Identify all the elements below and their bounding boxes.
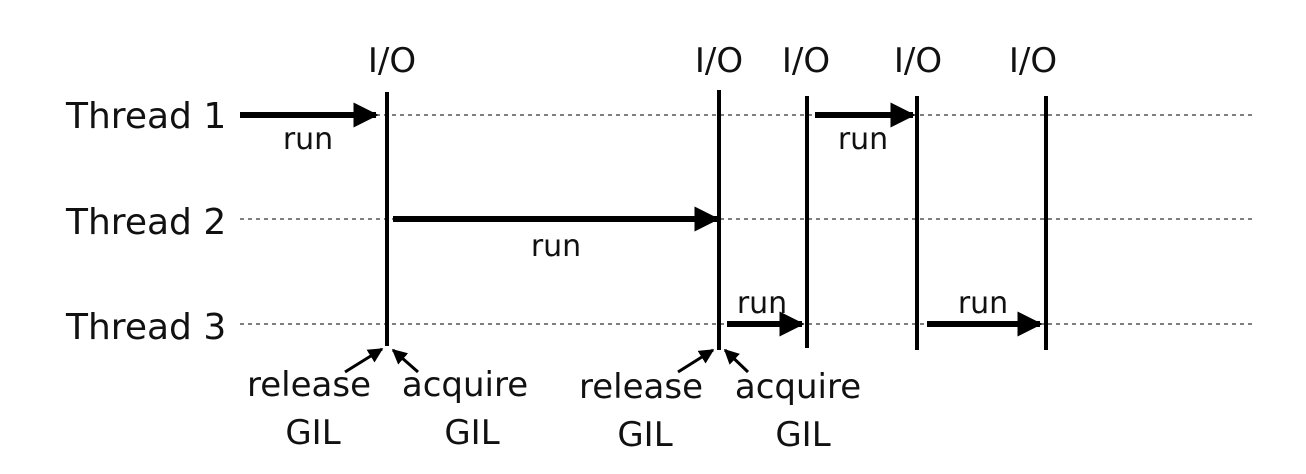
run-label-thread-1a: run (283, 122, 333, 157)
io-label-5: I/O (1009, 41, 1057, 81)
run-label-thread-2: run (531, 229, 581, 264)
acquire-gil-annotation-1: acquire GIL (402, 365, 528, 453)
thread-1-label: Thread 1 (65, 96, 226, 137)
release-gil-arrow-2 (677, 348, 715, 374)
acquire-gil-object-1: GIL (444, 413, 499, 453)
run-label-thread-1b: run (838, 122, 888, 157)
io-label-4: I/O (894, 41, 942, 81)
release-gil-action-2: release (579, 367, 703, 407)
thread-2-label: Thread 2 (65, 202, 226, 243)
release-gil-annotation-1: release GIL (247, 365, 371, 453)
io-label-1: I/O (368, 41, 416, 81)
acquire-gil-action-2: acquire (735, 367, 861, 407)
run-label-thread-3b: run (958, 286, 1008, 321)
acquire-gil-arrow-1 (391, 348, 419, 374)
run-label-thread-3a: run (737, 286, 787, 321)
release-gil-action-1: release (247, 365, 371, 405)
release-gil-arrow-1 (344, 347, 384, 374)
release-gil-object-2: GIL (617, 415, 672, 455)
acquire-gil-object-2: GIL (775, 415, 830, 455)
release-gil-annotation-2: release GIL (579, 367, 703, 455)
acquire-gil-annotation-2: acquire GIL (735, 367, 861, 455)
release-gil-object-1: GIL (285, 413, 340, 453)
io-label-3: I/O (782, 41, 830, 81)
acquire-gil-arrow-2 (723, 348, 750, 374)
acquire-gil-action-1: acquire (402, 365, 528, 405)
thread-3-label: Thread 3 (65, 307, 226, 348)
io-label-2: I/O (695, 41, 743, 81)
